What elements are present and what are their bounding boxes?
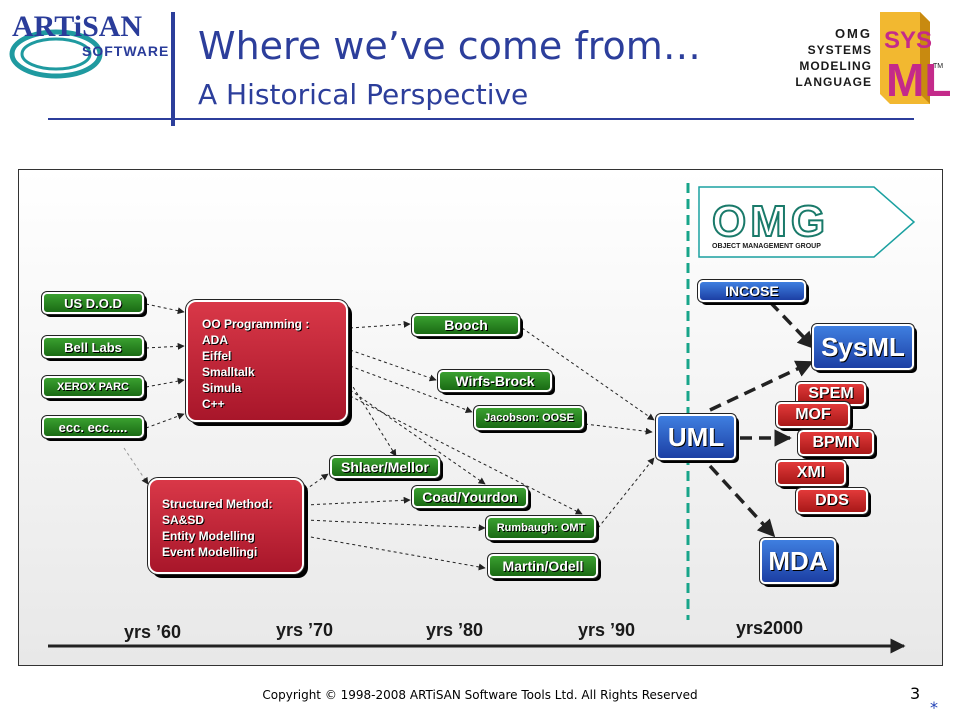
title-vertical-rule <box>171 12 175 126</box>
oo-line: C++ <box>202 397 225 411</box>
bpmn-box: BPMN <box>797 429 875 457</box>
xmi-box: XMI <box>775 459 847 487</box>
oo-line: Eiffel <box>202 349 232 363</box>
omg-logo-box: OMG OBJECT MANAGEMENT GROUP <box>698 186 916 258</box>
footnote-marker: * <box>930 698 938 717</box>
svg-text:OMG: OMG <box>835 26 872 41</box>
svg-text:ML: ML <box>886 54 950 106</box>
oo-line: Smalltalk <box>202 365 255 379</box>
page-number: 3 <box>910 684 921 703</box>
method-booch: Booch <box>411 313 521 337</box>
svg-text:SYSTEMS: SYSTEMS <box>808 43 872 57</box>
method-jacobson: Jacobson: OOSE <box>473 405 585 431</box>
omg-logo: OMG <box>712 197 829 246</box>
structured-line: Entity Modelling <box>162 529 255 543</box>
incose-box: INCOSE <box>697 279 807 303</box>
copyright-footer: Copyright © 1998-2008 ARTiSAN Software T… <box>262 688 698 702</box>
source-bell-labs: Bell Labs <box>41 335 145 359</box>
source-us-dod: US D.O.D <box>41 291 145 315</box>
method-rumbaugh: Rumbaugh: OMT <box>485 515 597 541</box>
timeline-label-90: yrs ’90 <box>578 620 636 640</box>
sysml-logo: OMG SYSTEMS MODELING LANGUAGE SYS ML TM <box>795 12 950 106</box>
timeline-label-80: yrs ’80 <box>426 620 484 640</box>
svg-text:SYS: SYS <box>884 27 932 54</box>
source-ecc: ecc. ecc..... <box>41 415 145 439</box>
method-wirfs-brock: Wirfs-Brock <box>437 369 553 393</box>
svg-text:MODELING: MODELING <box>799 59 872 73</box>
structured-line: Structured Method: <box>162 497 273 511</box>
sysml-box: SysML <box>811 323 915 371</box>
structured-line: Event Modellingi <box>162 545 258 559</box>
structured-line: SA&SD <box>162 513 205 527</box>
oo-line: Simula <box>202 381 242 395</box>
uml-box: UML <box>655 413 737 461</box>
mof-box: MOF <box>775 401 851 429</box>
page-subtitle: A Historical Perspective <box>198 78 529 111</box>
oo-programming-box: OO Programming : ADA Eiffel Smalltalk Si… <box>185 299 349 423</box>
svg-text:LANGUAGE: LANGUAGE <box>795 75 872 89</box>
artisan-logo: ARTiSAN SOFTWARE <box>9 10 168 79</box>
page-title: Where we’ve come from… <box>198 24 701 68</box>
timeline-label-70: yrs ’70 <box>276 620 334 640</box>
timeline-label-2000: yrs2000 <box>736 618 804 638</box>
omg-caption: OBJECT MANAGEMENT GROUP <box>712 243 821 250</box>
svg-text:ARTiSAN: ARTiSAN <box>12 10 142 43</box>
oo-line: OO Programming : <box>202 317 310 331</box>
svg-text:SOFTWARE: SOFTWARE <box>82 43 168 59</box>
source-xerox-parc: XEROX PARC <box>41 375 145 399</box>
mda-box: MDA <box>759 537 837 585</box>
dds-box: DDS <box>795 487 869 515</box>
method-coad-yourdon: Coad/Yourdon <box>411 485 529 509</box>
oo-line: ADA <box>202 333 228 347</box>
method-martin-odell: Martin/Odell <box>487 553 599 579</box>
svg-text:TM: TM <box>933 63 943 70</box>
structured-method-box: Structured Method: SA&SD Entity Modellin… <box>147 477 305 575</box>
timeline-label-60: yrs ’60 <box>124 622 182 642</box>
method-shlaer-mellor: Shlaer/Mellor <box>329 455 441 479</box>
title-horizontal-rule <box>48 118 914 120</box>
